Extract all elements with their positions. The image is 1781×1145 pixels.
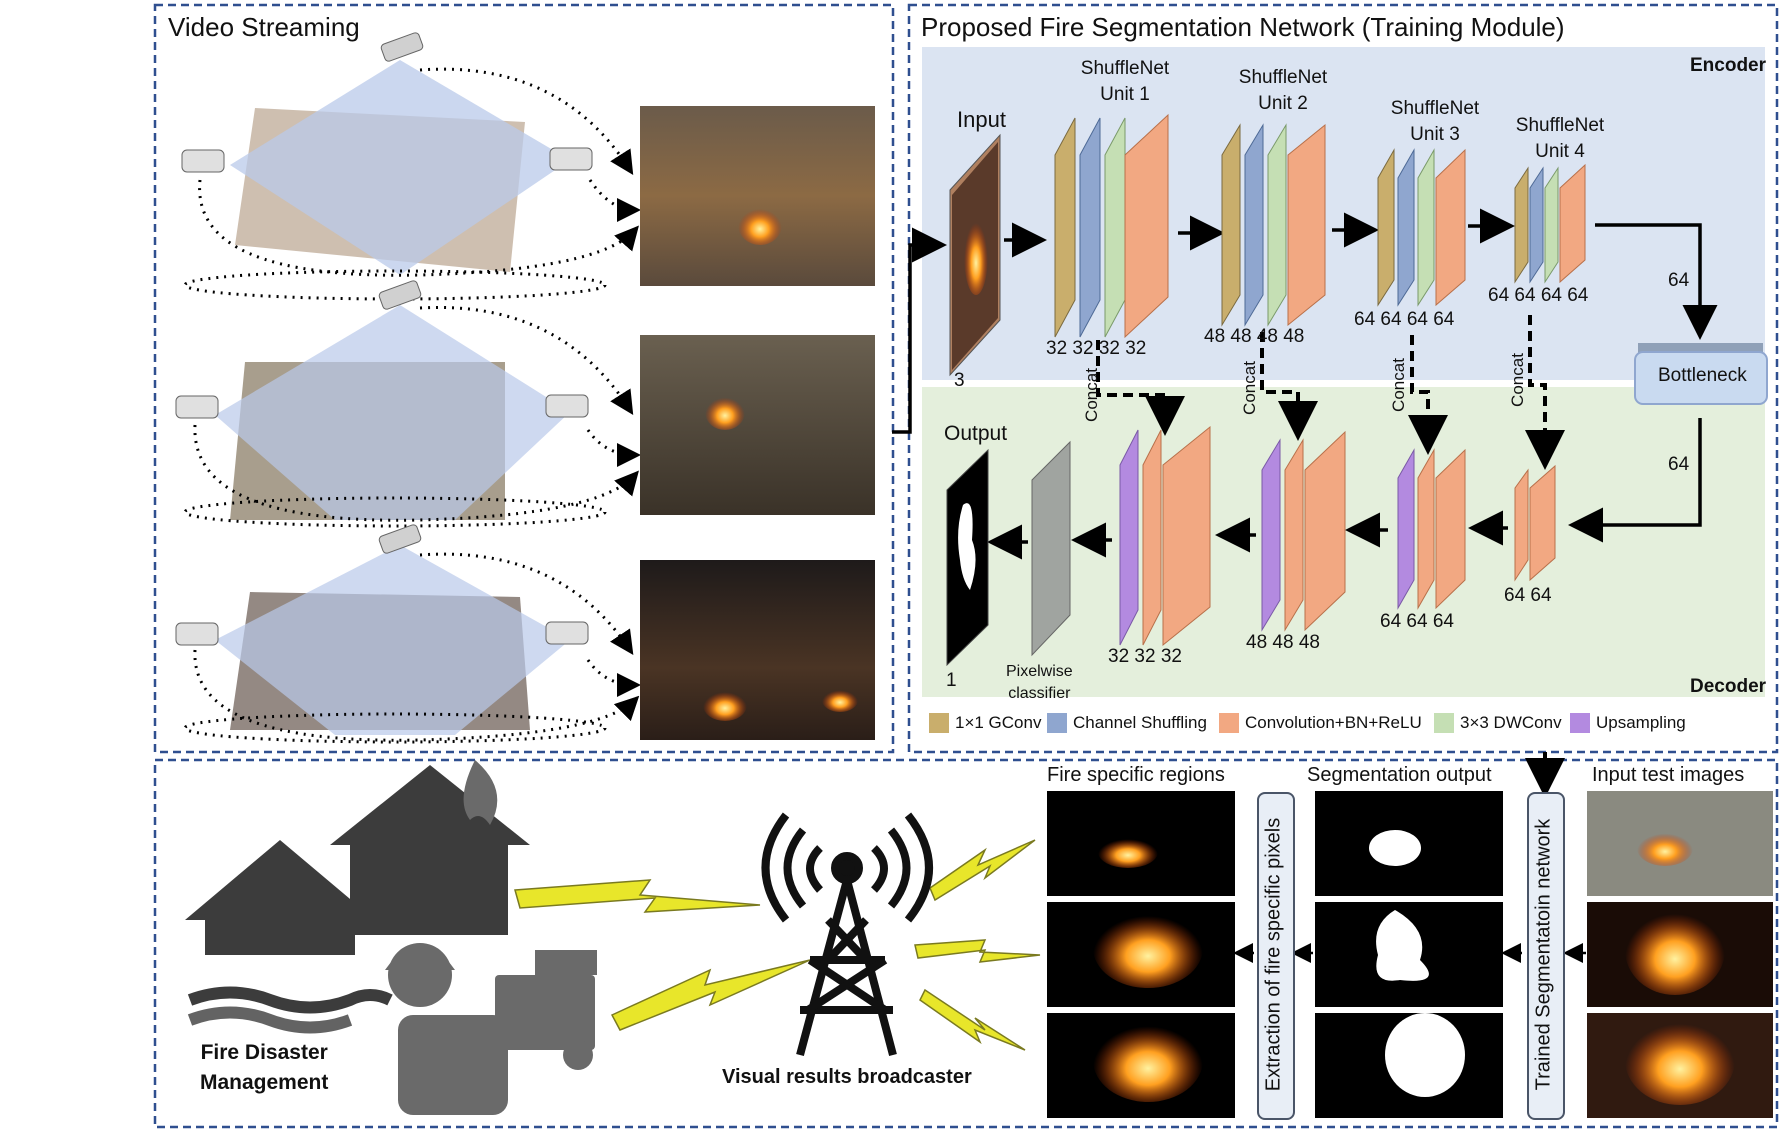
bottleneck-in-channels: 64 — [1668, 270, 1690, 291]
bottleneck-label: Bottleneck — [1658, 365, 1747, 386]
fire-disaster-management-icon — [185, 760, 597, 1115]
legend-gconv: 1×1 GConv — [929, 713, 1041, 733]
segmentation-output-images — [1315, 791, 1503, 1118]
encoder-input-slab — [949, 133, 1001, 377]
legend-dwconv: 3×3 DWConv — [1434, 713, 1562, 733]
pixelwise-classifier-slab — [1031, 440, 1071, 657]
concat-label-1: Concat — [1082, 368, 1101, 422]
shufflenet-unit-1-layers — [1054, 113, 1169, 339]
scene-2-cameras — [175, 280, 641, 528]
shufflenet-unit-3-layers — [1377, 148, 1466, 307]
bottleneck-block — [1634, 343, 1768, 405]
bottleneck-out-channels: 64 — [1668, 454, 1690, 475]
extraction-label: Extraction of fire specific pixels — [1262, 817, 1285, 1092]
fire-regions-label: Fire specific regions — [1047, 764, 1225, 786]
unit-1-channels: 32 32 32 32 — [1046, 338, 1147, 359]
segmentation-output-label: Segmentation output — [1307, 764, 1492, 786]
shufflenet-unit-2-layers — [1221, 123, 1326, 327]
unit-4-channels: 64 64 64 64 — [1488, 285, 1589, 306]
skip-connection-3 — [1408, 335, 1448, 455]
bottleneck-to-decoder-arrow — [1568, 418, 1702, 543]
decoder-block-4-channels: 64 64 — [1504, 585, 1552, 606]
unit-3-channels: 64 64 64 64 — [1354, 309, 1455, 330]
decoder-block-2-channels: 48 48 48 — [1246, 632, 1320, 653]
lightning-bolts — [514, 839, 1041, 1051]
deployment-frame — [153, 758, 1779, 1129]
trained-network-label: Trained Segmentatoin network — [1532, 818, 1555, 1091]
input-test-label: Input test images — [1592, 764, 1745, 786]
decoder-block-3-layers — [1397, 448, 1466, 610]
concat-label-3: Concat — [1389, 358, 1408, 412]
scene-3-cameras — [175, 524, 641, 744]
video-streaming-frame — [153, 3, 895, 754]
decoder-output-slab — [946, 448, 989, 667]
output-channels: 1 — [946, 670, 957, 691]
unit4-to-bottleneck-arrow — [1595, 223, 1718, 340]
legend-channel-shuffling: Channel Shuffling — [1047, 713, 1207, 733]
decoder-block-1-channels: 32 32 32 — [1108, 646, 1182, 667]
fire-regions-images — [1047, 791, 1235, 1118]
broadcaster-label: Visual results broadcaster — [722, 1066, 972, 1088]
decoder-label: Decoder — [1690, 676, 1767, 697]
skip-connection-2 — [1260, 332, 1318, 441]
decoder-block-1-layers — [1119, 425, 1211, 647]
network-frame — [907, 3, 1779, 754]
output-label: Output — [944, 422, 1008, 445]
encoder-label: Encoder — [1690, 55, 1767, 76]
shufflenet-unit-4-layers — [1514, 163, 1586, 284]
skip-connection-4 — [1525, 315, 1565, 470]
decoder-block-3-channels: 64 64 64 — [1380, 611, 1454, 632]
network-title: Proposed Fire Segmentation Network (Trai… — [921, 12, 1565, 42]
decoder-block-2-layers — [1261, 430, 1346, 632]
skip-connection-1 — [1096, 340, 1185, 436]
concat-label-4: Concat — [1508, 353, 1527, 407]
trained-network-box — [1527, 792, 1565, 1120]
input-label: Input — [957, 107, 1006, 132]
concat-label-2: Concat — [1240, 361, 1259, 415]
legend-convolution: Convolution+BN+ReLU — [1219, 713, 1422, 733]
input-test-images — [1587, 791, 1773, 1118]
input-channels: 3 — [954, 370, 965, 391]
video-streaming-title: Video Streaming — [168, 12, 360, 42]
scene-3-frames — [640, 560, 876, 740]
broadcast-tower-icon — [761, 812, 933, 1057]
unit-2-channels: 48 48 48 48 — [1204, 326, 1305, 347]
video-to-network-arrow — [892, 227, 947, 434]
scene-1-cameras — [181, 32, 641, 301]
decoder-block-4-layers — [1514, 464, 1556, 582]
legend-upsampling: Upsampling — [1570, 713, 1686, 733]
extraction-box — [1257, 792, 1295, 1120]
scene-2-frames — [640, 335, 876, 516]
scene-1-frames — [640, 106, 876, 286]
